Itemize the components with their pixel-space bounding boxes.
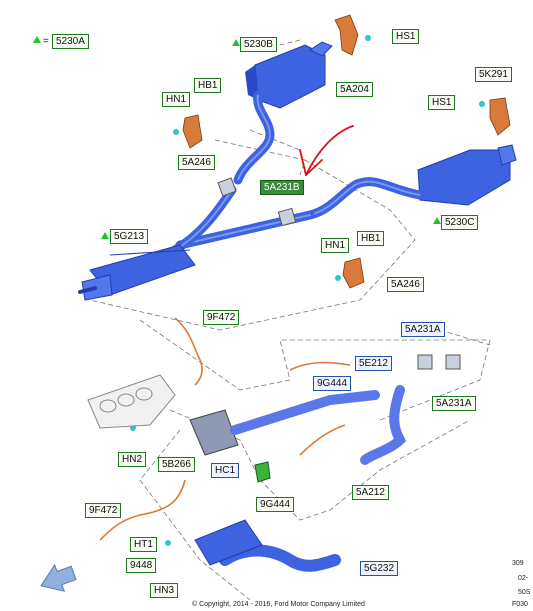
label-5K291: 5K291 — [475, 67, 512, 82]
label-9G444-top: 9G444 — [313, 376, 352, 391]
label-5A231A-bottom: 5A231A — [432, 396, 476, 411]
dashed-assembly-lines — [89, 39, 491, 601]
label-HB1-lower: HB1 — [357, 231, 385, 246]
label-HS1-top: HS1 — [392, 29, 420, 44]
legend-equals: = — [43, 36, 49, 47]
muffler-5230B — [233, 41, 333, 185]
new-part-marker-icon — [33, 36, 41, 43]
red-annotation-arrow — [299, 125, 354, 176]
label-HN3: HN3 — [150, 583, 179, 598]
ref-code-4: F030 — [512, 601, 528, 608]
ref-code-3: 50S — [518, 589, 531, 596]
ref-code-1: 309 — [512, 560, 524, 567]
label-5230A: 5230A — [52, 34, 89, 49]
label-9F472-bottom: 9F472 — [85, 503, 122, 518]
label-HB1-top: HB1 — [194, 78, 222, 93]
copyright-text: © Copyright, 2014 - 2016, Ford Motor Com… — [192, 601, 365, 608]
label-5A231B: 5A231B — [260, 180, 304, 195]
label-5A246-top: 5A246 — [178, 155, 215, 170]
label-5E212: 5E212 — [355, 356, 392, 371]
ref-code-2: 02- — [518, 575, 529, 582]
exhaust-manifold — [87, 374, 176, 429]
label-HN1-top: HN1 — [162, 92, 191, 107]
new-part-marker-icon — [433, 217, 441, 224]
new-part-marker-icon — [232, 39, 240, 46]
label-HN2: HN2 — [118, 452, 147, 467]
resonator-5G213 — [78, 244, 196, 301]
muffler-5230C — [305, 144, 517, 220]
sensor-bracket-hc1 — [254, 461, 271, 483]
label-9G444-bottom: 9G444 — [256, 497, 295, 512]
label-5G232: 5G232 — [360, 561, 399, 576]
new-part-marker-icon — [101, 232, 109, 239]
front-direction-arrow — [40, 563, 77, 592]
label-9F472-top: 9F472 — [203, 310, 240, 325]
label-9448: 9448 — [126, 558, 157, 573]
label-HN1-lower: HN1 — [321, 238, 350, 253]
label-5A204: 5A204 — [336, 82, 373, 97]
label-5B266: 5B266 — [158, 457, 195, 472]
label-5G213: 5G213 — [110, 229, 149, 244]
label-5230C: 5230C — [441, 215, 479, 230]
label-5A231A-top: 5A231A — [401, 322, 445, 337]
label-5A246-lower: 5A246 — [387, 277, 424, 292]
hanger-brackets — [182, 14, 511, 289]
label-HC1: HC1 — [211, 463, 240, 478]
label-5A212: 5A212 — [352, 485, 389, 500]
catalytic-converter-pipes — [189, 385, 407, 572]
clamps — [217, 177, 461, 370]
label-HS1-right: HS1 — [428, 95, 456, 110]
oxygen-sensors — [99, 317, 351, 541]
label-HT1: HT1 — [130, 537, 157, 552]
label-5230B: 5230B — [240, 37, 277, 52]
